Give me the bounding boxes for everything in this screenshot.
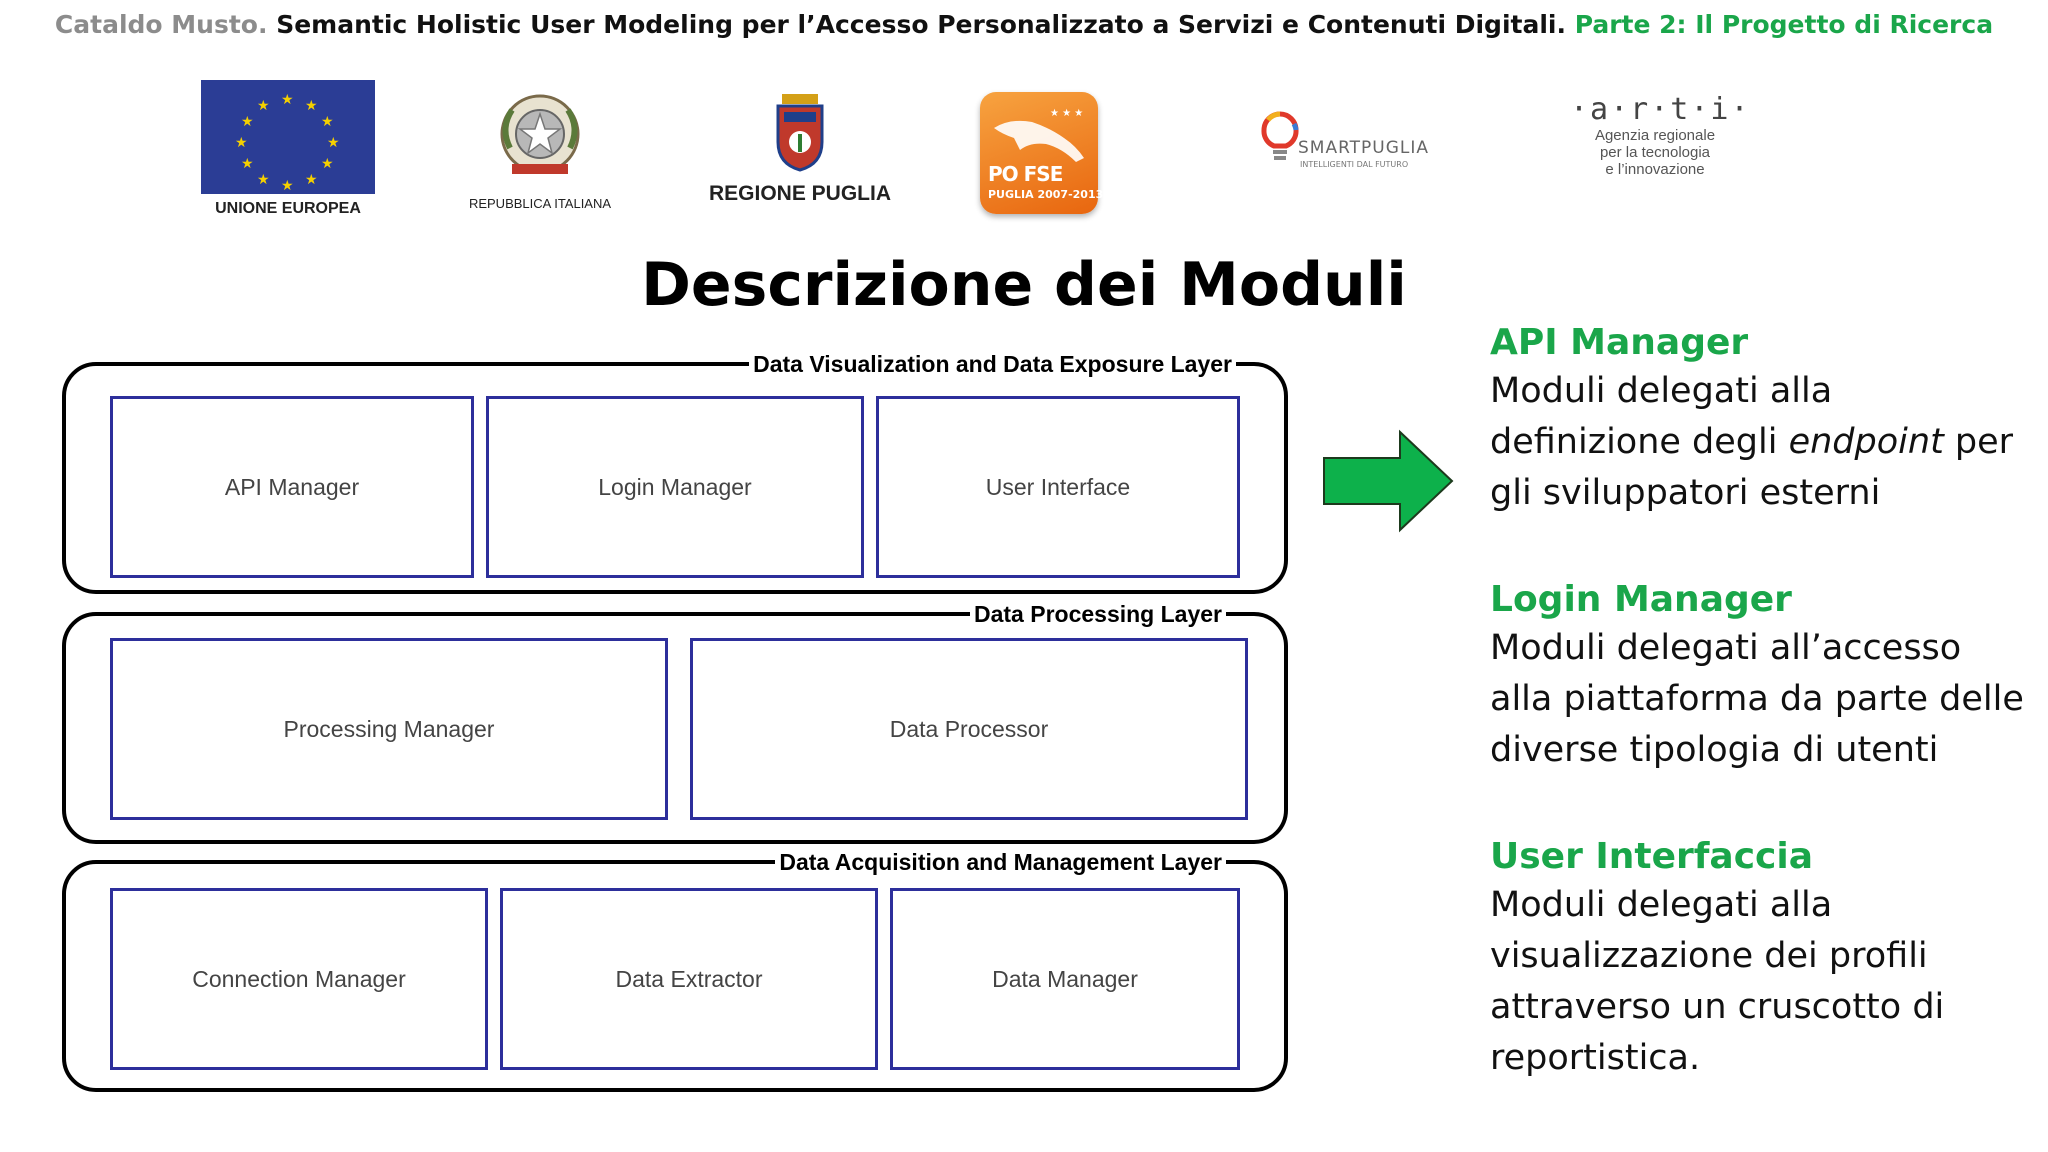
italy-caption: REPUBBLICA ITALIANA [468, 196, 612, 211]
header-part: Parte 2: Il Progetto di Ricerca [1574, 10, 1994, 39]
description-title: API Manager [1490, 322, 1749, 363]
arti-logo: ·a·r·t·i· Agenzia regionale per la tecno… [1570, 92, 1751, 178]
layer-acquisition-label: Data Acquisition and Management Layer [775, 849, 1226, 875]
eu-caption: UNIONE EUROPEA [215, 200, 361, 217]
arti-name: ·a·r·t·i· [1570, 92, 1751, 127]
svg-text:★ ★ ★: ★ ★ ★ [1050, 108, 1083, 119]
puglia-coat-of-arms-icon [776, 94, 824, 172]
description-title: Login Manager [1490, 579, 1792, 620]
module-login-manager: Login Manager [486, 396, 864, 578]
module-processing-manager: Processing Manager [110, 638, 668, 820]
right-arrow-icon [1323, 429, 1454, 533]
header-line: Cataldo Musto. Semantic Holistic User Mo… [0, 10, 2048, 39]
description-text: Moduli delegati all’accesso alla piattaf… [1490, 628, 2024, 770]
description-login-manager: Login Manager Moduli delegati all’access… [1490, 577, 2030, 776]
header-title: Semantic Holistic User Modeling per l’Ac… [276, 10, 1566, 39]
description-user-interfaccia: User Interfaccia Moduli delegati alla vi… [1490, 834, 2030, 1084]
eu-flag-icon: ★ ★ ★ ★ ★ ★ ★ ★ ★ ★ ★ ★ [201, 80, 375, 194]
puglia-caption: REGIONE PUGLIA [708, 182, 892, 205]
pofse-line2: PUGLIA 2007-2013 [988, 188, 1104, 201]
eu-logo: ★ ★ ★ ★ ★ ★ ★ ★ ★ ★ ★ ★ UNIONE EUROPEA [198, 80, 378, 218]
smartpuglia-logo: SMARTPUGLIA INTELLIGENTI DAL FUTURO [1260, 110, 1460, 182]
description-title: User Interfaccia [1490, 836, 1814, 877]
arti-line1: Agenzia regionale [1594, 127, 1716, 144]
module-data-extractor: Data Extractor [500, 888, 878, 1070]
slide-title: Descrizione dei Moduli [641, 250, 1407, 320]
pofse-logo: ★ ★ ★ PO FSE PUGLIA 2007-2013 [980, 92, 1103, 216]
pofse-badge-icon: ★ ★ ★ PO FSE PUGLIA 2007-2013 [980, 92, 1103, 214]
layer-processing: Data Processing Layer Processing Manager… [62, 601, 1288, 844]
pofse-line1: PO FSE [988, 162, 1063, 186]
description-text: Moduli delegati alla visualizzazione dei… [1490, 885, 1945, 1078]
module-api-manager: API Manager [110, 396, 474, 578]
smartpuglia-name: SMARTPUGLIA [1298, 138, 1430, 158]
description-text: Moduli delegati alla definizione degli e… [1490, 371, 2014, 513]
layer-visualization-label: Data Visualization and Data Exposure Lay… [749, 351, 1236, 377]
module-connection-manager: Connection Manager [110, 888, 488, 1070]
italy-emblem-icon [500, 94, 580, 174]
arti-line2: per la tecnologia [1599, 144, 1711, 161]
puglia-logo: REGIONE PUGLIA [700, 90, 900, 206]
module-user-interface: User Interface [876, 396, 1240, 578]
layer-processing-label: Data Processing Layer [969, 601, 1226, 627]
module-data-processor: Data Processor [690, 638, 1248, 820]
module-data-manager: Data Manager [890, 888, 1240, 1070]
italy-logo: REPUBBLICA ITALIANA [460, 88, 620, 211]
smartpuglia-bulb-icon [1261, 111, 1299, 160]
layer-visualization: Data Visualization and Data Exposure Lay… [62, 351, 1288, 594]
arti-line3: e l’innovazione [1605, 161, 1705, 178]
smartpuglia-tagline: INTELLIGENTI DAL FUTURO [1300, 160, 1409, 169]
header-author: Cataldo Musto. [54, 10, 268, 39]
layer-acquisition: Data Acquisition and Management Layer Co… [62, 849, 1288, 1092]
description-api-manager: API Manager Moduli delegati alla definiz… [1490, 320, 2030, 519]
